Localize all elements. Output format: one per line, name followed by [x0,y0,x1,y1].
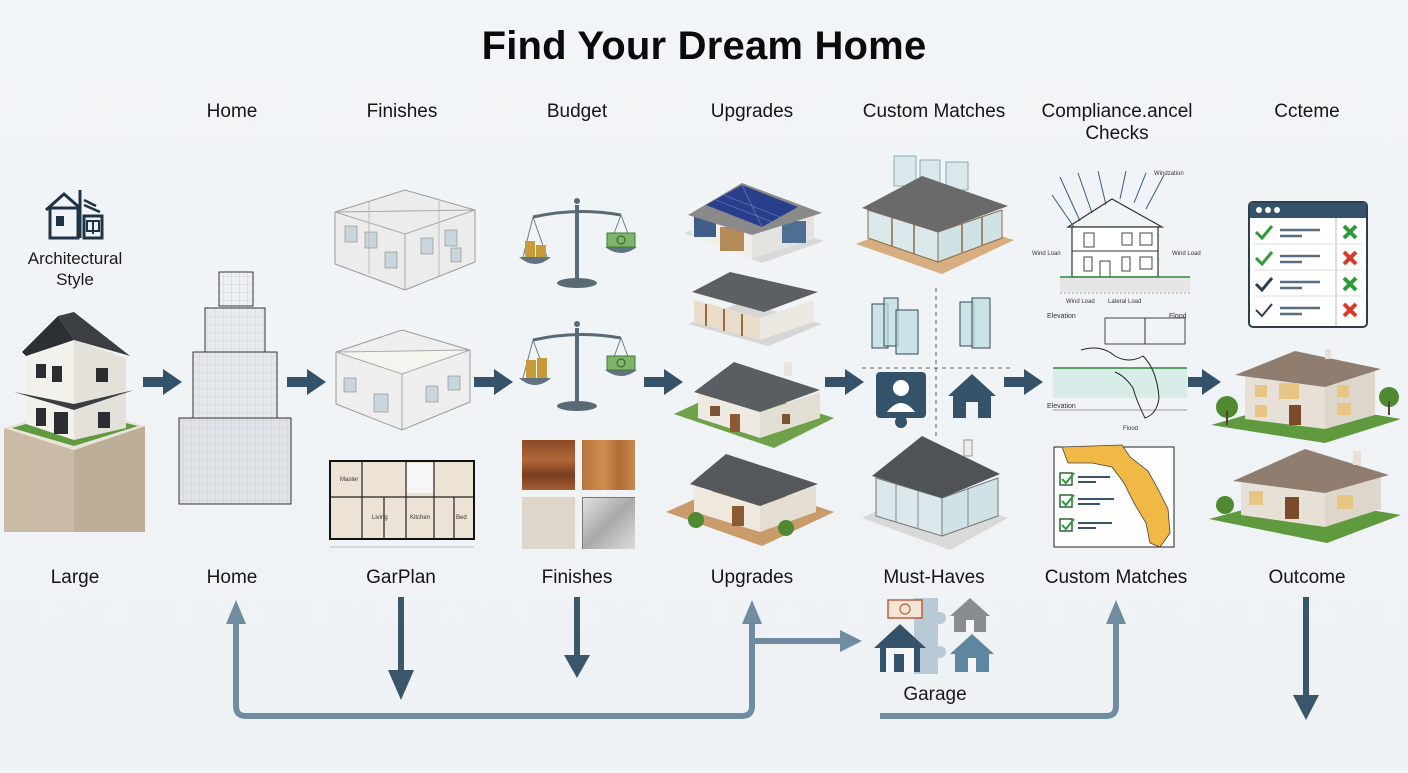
arrow-right-icon [840,630,862,652]
svg-text:Lateral Load: Lateral Load [1108,299,1141,305]
arrow-up-icon [226,600,246,624]
svg-text:Kitchen: Kitchen [410,515,430,521]
arrow-down-shaft [1303,597,1309,697]
svg-text:Living: Living [372,515,388,521]
outcome-checklist-window [1248,201,1368,328]
upgrade-cottage-lawn-image [674,352,834,452]
outcome-single-story-house-image [1205,445,1405,545]
architectural-style-line1: Architectural [27,249,123,268]
checklist-row [1254,224,1362,245]
arrow-right-icon [474,369,513,395]
floor-model-3d-top-image [325,182,485,297]
svg-text:Windzation: Windzation [1154,171,1184,177]
home-massing-cubes-image [175,268,295,508]
arrow-down-icon [564,655,590,678]
checklist-items [1059,472,1114,532]
svg-text:Elevation: Elevation [1047,313,1076,320]
bottom-label-home: Home [206,567,258,588]
architectural-style-line2: Style [56,270,94,289]
top-label-finishes: Finishes [366,101,438,122]
florida-checklist-image [1052,443,1187,551]
custom-match-glass-house-image [860,432,1010,552]
swatch-metal-tile [582,497,635,549]
arrow-down-shaft [574,597,580,657]
svg-text:Flood: Flood [1123,426,1138,432]
house-icon-blue [950,634,994,672]
top-label-budget: Budget [546,101,608,122]
top-label-outcome: Cᴄteme [1274,101,1340,122]
svg-text:Flood: Flood [1169,313,1187,320]
upgrade-solar-garage-image [682,175,827,270]
budget-scale-middle-image [515,318,640,413]
window-dot-icon [1256,207,1262,213]
bottom-label-finishes: Finishes [541,567,613,588]
arrow-down-icon [1293,695,1319,720]
top-label-custom-matches: Custom Matches [862,101,1006,122]
bottom-label-outcome: Outcome [1268,567,1346,588]
outcome-two-story-house-image [1205,345,1405,445]
svg-text:Wind Loan: Wind Loan [1032,251,1061,257]
house-icon-gray [950,598,990,632]
bottom-label-must-haves: Must-Haves [883,567,985,588]
finish-material-swatches [522,440,636,550]
top-label-compliance: Compliance.ancel Checks [1032,101,1202,145]
upgrade-porch-house-image [684,268,824,348]
custom-match-puzzle-image [862,288,1012,438]
budget-scale-top-image [515,195,640,290]
top-label-upgrades: Upgrades [710,101,794,122]
top-label-compliance-line1: Compliance.ancel [1041,101,1193,122]
svg-text:Wind Load: Wind Load [1066,299,1095,305]
loop-connector-left [233,620,755,719]
bottom-label-upgrades: Upgrades [710,567,794,588]
bottom-label-large: Large [50,567,100,588]
floor-model-3d-middle-image [330,320,475,435]
upgrade-bungalow-image [666,440,836,550]
garage-label: Garage [903,684,967,705]
bottom-label-custom-matches: Custom Matches [1044,567,1188,588]
arrow-up-icon [1106,600,1126,624]
swatch-stone [522,497,575,549]
window-dot-icon [1265,207,1271,213]
garage-puzzle-cluster [870,594,1000,678]
window-dot-icon [1274,207,1280,213]
svg-text:Elevation: Elevation [1047,403,1076,410]
arrow-down-icon [388,670,414,700]
elevation-flood-diagram-image: Elevation Flood Elevation Flood [1045,310,1195,435]
architectural-style-house-image [0,300,150,535]
architectural-style-label: Architectural Style [5,248,145,290]
custom-match-glass-pavilion-image [852,152,1017,277]
svg-text:Wind Load: Wind Load [1172,251,1201,257]
arrow-up-icon [742,600,762,624]
window-titlebar [1250,203,1366,218]
bottom-label-garplan: GarPlan [366,567,436,588]
checklist-row [1254,276,1362,297]
svg-text:Master: Master [340,477,358,483]
swatch-light-wood [582,440,635,490]
top-label-compliance-line2: Checks [1085,123,1149,144]
wind-load-diagram-image: Windzation Wind Loan Wind Load Wind Load… [1030,165,1210,305]
swatch-dark-wood [522,440,575,490]
checklist-rows [1254,218,1362,326]
arrow-down-shaft [398,597,404,673]
checklist-row [1255,302,1358,318]
checklist-row [1254,250,1362,271]
house-outline-icon [40,186,110,242]
top-label-home: Home [206,101,258,122]
page-title: Find Your Dream Home [481,24,927,68]
svg-text:Bed: Bed [456,515,467,521]
cash-icon [887,599,923,619]
house-icon-dark [874,624,926,672]
